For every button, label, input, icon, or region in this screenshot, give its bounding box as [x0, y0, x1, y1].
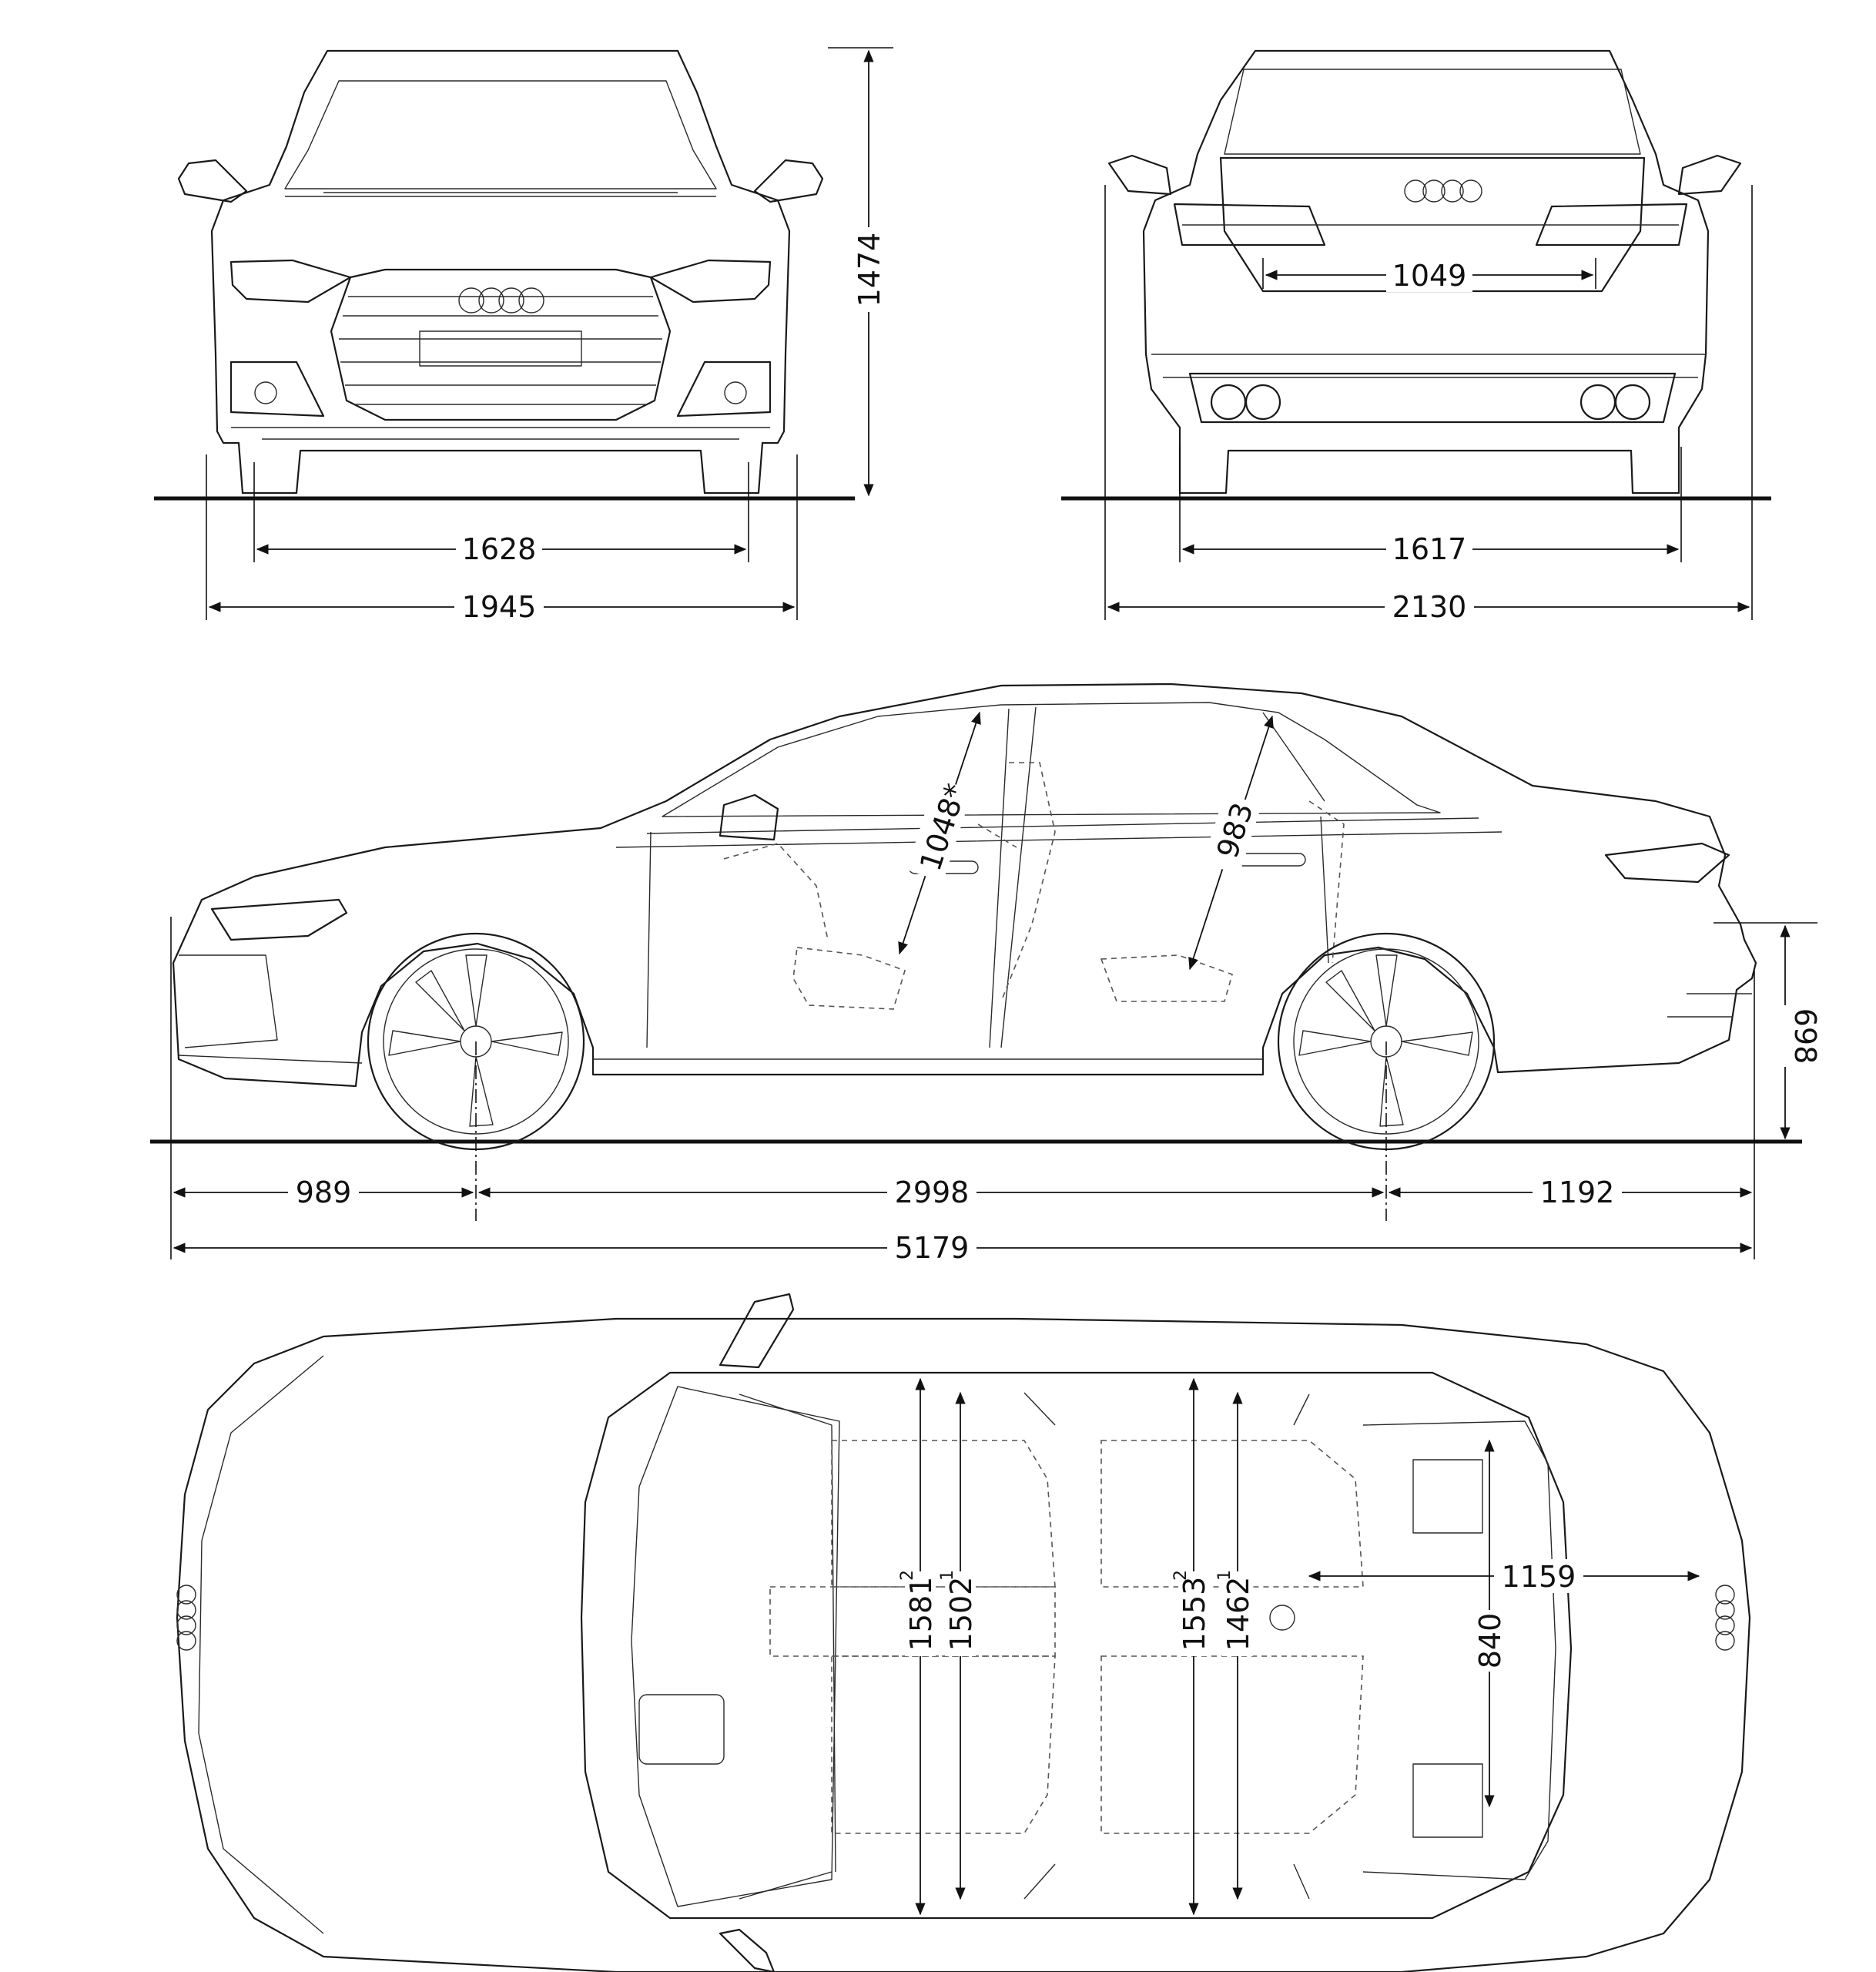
- rear-track-label: 1617: [1392, 532, 1467, 566]
- front-view: [154, 49, 855, 501]
- front-elbow-room-label: 1502: [944, 1577, 978, 1652]
- top-view: [176, 1293, 1751, 1972]
- sill-height-label: 698: [1788, 1008, 1822, 1065]
- front-track-label: 1628: [462, 532, 537, 566]
- front-overhang-label: 989: [296, 1175, 352, 1209]
- front-elbow-room-note: 1: [938, 1570, 957, 1581]
- front-dimensions: 1474 1628 1945: [206, 47, 893, 624]
- rear-shoulder-room-label: 1553: [1178, 1577, 1211, 1652]
- front-width-label: 1945: [462, 590, 537, 624]
- front-shoulder-room-label: 1581: [904, 1577, 938, 1652]
- rear-headroom-label: 983: [1211, 799, 1260, 863]
- side-view: [150, 682, 1802, 1151]
- front-shoulder-room-note: 2: [898, 1570, 917, 1581]
- rear-width-label: 2130: [1392, 590, 1467, 624]
- rear-dimensions: 1049 1617 2130: [1104, 185, 1753, 624]
- rear-trunk-opening-label: 1049: [1392, 259, 1467, 293]
- front-height-label: 1474: [853, 233, 886, 307]
- side-dimensions: 1048* 983 698 989 2998 1192 5179: [170, 711, 1822, 1265]
- rear-elbow-room-note: 1: [1215, 1570, 1234, 1581]
- top-dimensions: 1581 2 1502 1 1553 2 1462 1 1159 840: [898, 1377, 1700, 1916]
- rear-elbow-room-label: 1462: [1221, 1577, 1255, 1652]
- wheelbase-label: 2998: [895, 1175, 970, 1209]
- overall-length-label: 5179: [895, 1231, 970, 1265]
- trunk-width-label: 840: [1473, 1613, 1507, 1669]
- rear-shoulder-room-note: 2: [1171, 1570, 1191, 1581]
- rear-overhang-label: 1192: [1540, 1175, 1615, 1209]
- trunk-length-label: 1159: [1502, 1560, 1576, 1594]
